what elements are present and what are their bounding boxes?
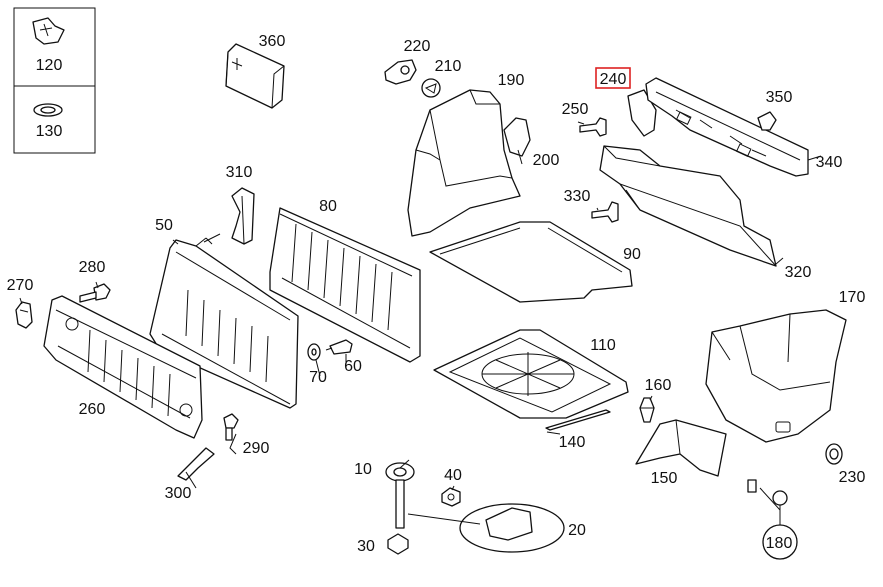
label-250: 250 bbox=[562, 101, 589, 118]
part-250-clip bbox=[579, 117, 607, 137]
highlight-box-240 bbox=[595, 67, 631, 89]
part-170-side-trim bbox=[705, 309, 847, 443]
label-10: 10 bbox=[354, 461, 372, 478]
part-280-bolt bbox=[79, 283, 111, 303]
label-40: 40 bbox=[444, 467, 462, 484]
label-340: 340 bbox=[816, 154, 843, 171]
label-160: 160 bbox=[645, 377, 672, 394]
part-90-floor-mat bbox=[429, 221, 633, 303]
leader-lines bbox=[19, 121, 822, 525]
part-30-nut bbox=[387, 533, 409, 555]
label-350: 350 bbox=[766, 89, 793, 106]
label-20: 20 bbox=[568, 522, 586, 539]
label-30: 30 bbox=[357, 538, 375, 555]
part-310-bracket bbox=[231, 187, 255, 245]
label-300: 300 bbox=[165, 485, 192, 502]
part-50-rear-panel bbox=[149, 237, 299, 409]
label-80: 80 bbox=[319, 198, 337, 215]
label-150: 150 bbox=[651, 470, 678, 487]
legend-box bbox=[13, 7, 96, 154]
part-180-clips bbox=[747, 479, 798, 560]
part-190-side-trim bbox=[407, 89, 521, 237]
label-120: 120 bbox=[36, 57, 63, 74]
part-120-clip bbox=[32, 17, 65, 45]
label-290: 290 bbox=[243, 440, 270, 457]
label-240: 240 bbox=[600, 71, 627, 88]
label-60: 60 bbox=[344, 358, 362, 375]
part-110-tray bbox=[433, 329, 629, 419]
part-320-panel bbox=[599, 145, 777, 267]
part-150-bracket bbox=[635, 419, 727, 477]
part-240-trim-piece bbox=[627, 89, 657, 137]
part-140-rod bbox=[545, 409, 611, 431]
label-210: 210 bbox=[435, 58, 462, 75]
part-60-screw bbox=[325, 339, 353, 355]
part-230-grommet bbox=[825, 443, 843, 465]
part-340-panel bbox=[645, 77, 809, 177]
label-70: 70 bbox=[309, 369, 327, 386]
part-40-nut bbox=[441, 487, 461, 507]
part-330-clip bbox=[591, 201, 619, 223]
label-140: 140 bbox=[559, 434, 586, 451]
label-280: 280 bbox=[79, 259, 106, 276]
part-210-cap bbox=[421, 78, 441, 98]
part-70-washer bbox=[307, 343, 321, 361]
part-300-bracket bbox=[177, 447, 215, 481]
part-220-bracket bbox=[384, 59, 417, 85]
label-200: 200 bbox=[533, 152, 560, 169]
part-360-first-aid-kit bbox=[225, 43, 285, 109]
label-110: 110 bbox=[590, 337, 616, 354]
part-200-cover bbox=[503, 117, 531, 157]
part-10-screw bbox=[385, 462, 415, 529]
label-90: 90 bbox=[623, 246, 641, 263]
part-260-lower-panel bbox=[43, 295, 203, 439]
part-160-clip bbox=[639, 397, 655, 423]
part-270-clip bbox=[15, 301, 33, 329]
label-330: 330 bbox=[564, 188, 591, 205]
label-260: 260 bbox=[79, 401, 106, 418]
part-290-bolt bbox=[223, 413, 239, 441]
label-170: 170 bbox=[839, 289, 866, 306]
label-320: 320 bbox=[785, 264, 812, 281]
label-220: 220 bbox=[404, 38, 431, 55]
label-270: 270 bbox=[7, 277, 34, 294]
label-360: 360 bbox=[259, 33, 286, 50]
label-190: 190 bbox=[498, 72, 525, 89]
part-20-wheel-well-insert bbox=[459, 503, 565, 553]
label-50: 50 bbox=[155, 217, 173, 234]
label-130: 130 bbox=[36, 123, 63, 140]
part-350-clip bbox=[757, 111, 777, 131]
part-130-grommet bbox=[33, 103, 63, 117]
label-310: 310 bbox=[226, 164, 253, 181]
label-230: 230 bbox=[839, 469, 866, 486]
part-80-rear-frame bbox=[269, 207, 421, 363]
label-180: 180 bbox=[766, 535, 793, 552]
